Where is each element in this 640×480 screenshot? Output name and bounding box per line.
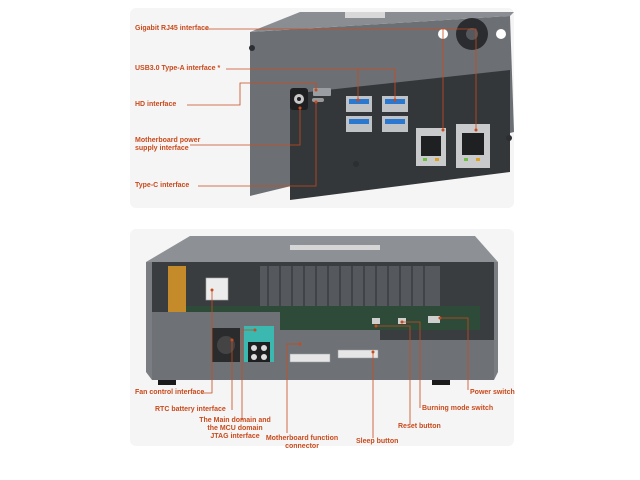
port-panel: [290, 70, 510, 200]
label-function-connector: Motherboard function connector: [257, 435, 347, 451]
reset-button-icon: [372, 318, 380, 324]
label-usb3: USB3.0 Type-A interface *: [135, 65, 220, 73]
label-motherboard-power-line2: supply interface: [135, 145, 189, 152]
label-burning-mode: Burning mode switch: [422, 405, 494, 412]
label-rtc-battery: RTC battery interface: [155, 406, 226, 413]
label-rj45: Gigabit RJ45 interface: [135, 25, 209, 32]
bottom-case: [146, 236, 498, 385]
label-jtag-line1: The Main domain and: [199, 417, 271, 424]
screw-icon: [506, 135, 512, 141]
label-jtag-line3: JTAG interface: [210, 433, 260, 440]
label-fan-control: Fan control interface: [135, 389, 205, 396]
label-power-switch: Power switch: [470, 389, 515, 396]
label-sleep-button: Sleep button: [356, 438, 399, 445]
sleep-connector-icon: [337, 349, 379, 359]
function-connector-icon: [289, 353, 331, 363]
screw-icon: [249, 45, 255, 51]
copper-sheet: [168, 266, 186, 316]
screw-icon: [353, 161, 359, 167]
rj45-ports: [416, 124, 490, 168]
label-reset-button: Reset button: [398, 423, 441, 430]
lid-vent-slot: [290, 245, 380, 250]
bottom-leader-lines: [201, 290, 469, 438]
label-hd: HD interface: [135, 101, 177, 108]
label-motherboard-power-line1: Motherboard power: [135, 137, 201, 144]
label-function-connector-line1: Motherboard function: [265, 435, 339, 442]
label-function-connector-line2: connector: [285, 443, 319, 450]
power-switch-icon: [428, 316, 440, 323]
label-usb3-mark: *: [217, 65, 221, 72]
label-typec: Type-C interface: [135, 182, 190, 189]
top-vent-slot: [345, 12, 385, 18]
label-jtag: The Main domain and the MCU domain JTAG …: [190, 417, 280, 441]
top-leader-lines: [187, 28, 477, 187]
heatsink: [260, 266, 440, 306]
bottom-leader-dots: [210, 288, 442, 354]
label-usb3-text: USB3.0 Type-A interface: [135, 65, 216, 72]
top-leader-dots: [298, 88, 478, 132]
label-jtag-line2: the MCU domain: [207, 425, 263, 432]
case-top-face: [250, 12, 514, 32]
label-motherboard-power: Motherboard power supply interface: [135, 137, 200, 153]
fan-connector-icon: [205, 277, 229, 301]
